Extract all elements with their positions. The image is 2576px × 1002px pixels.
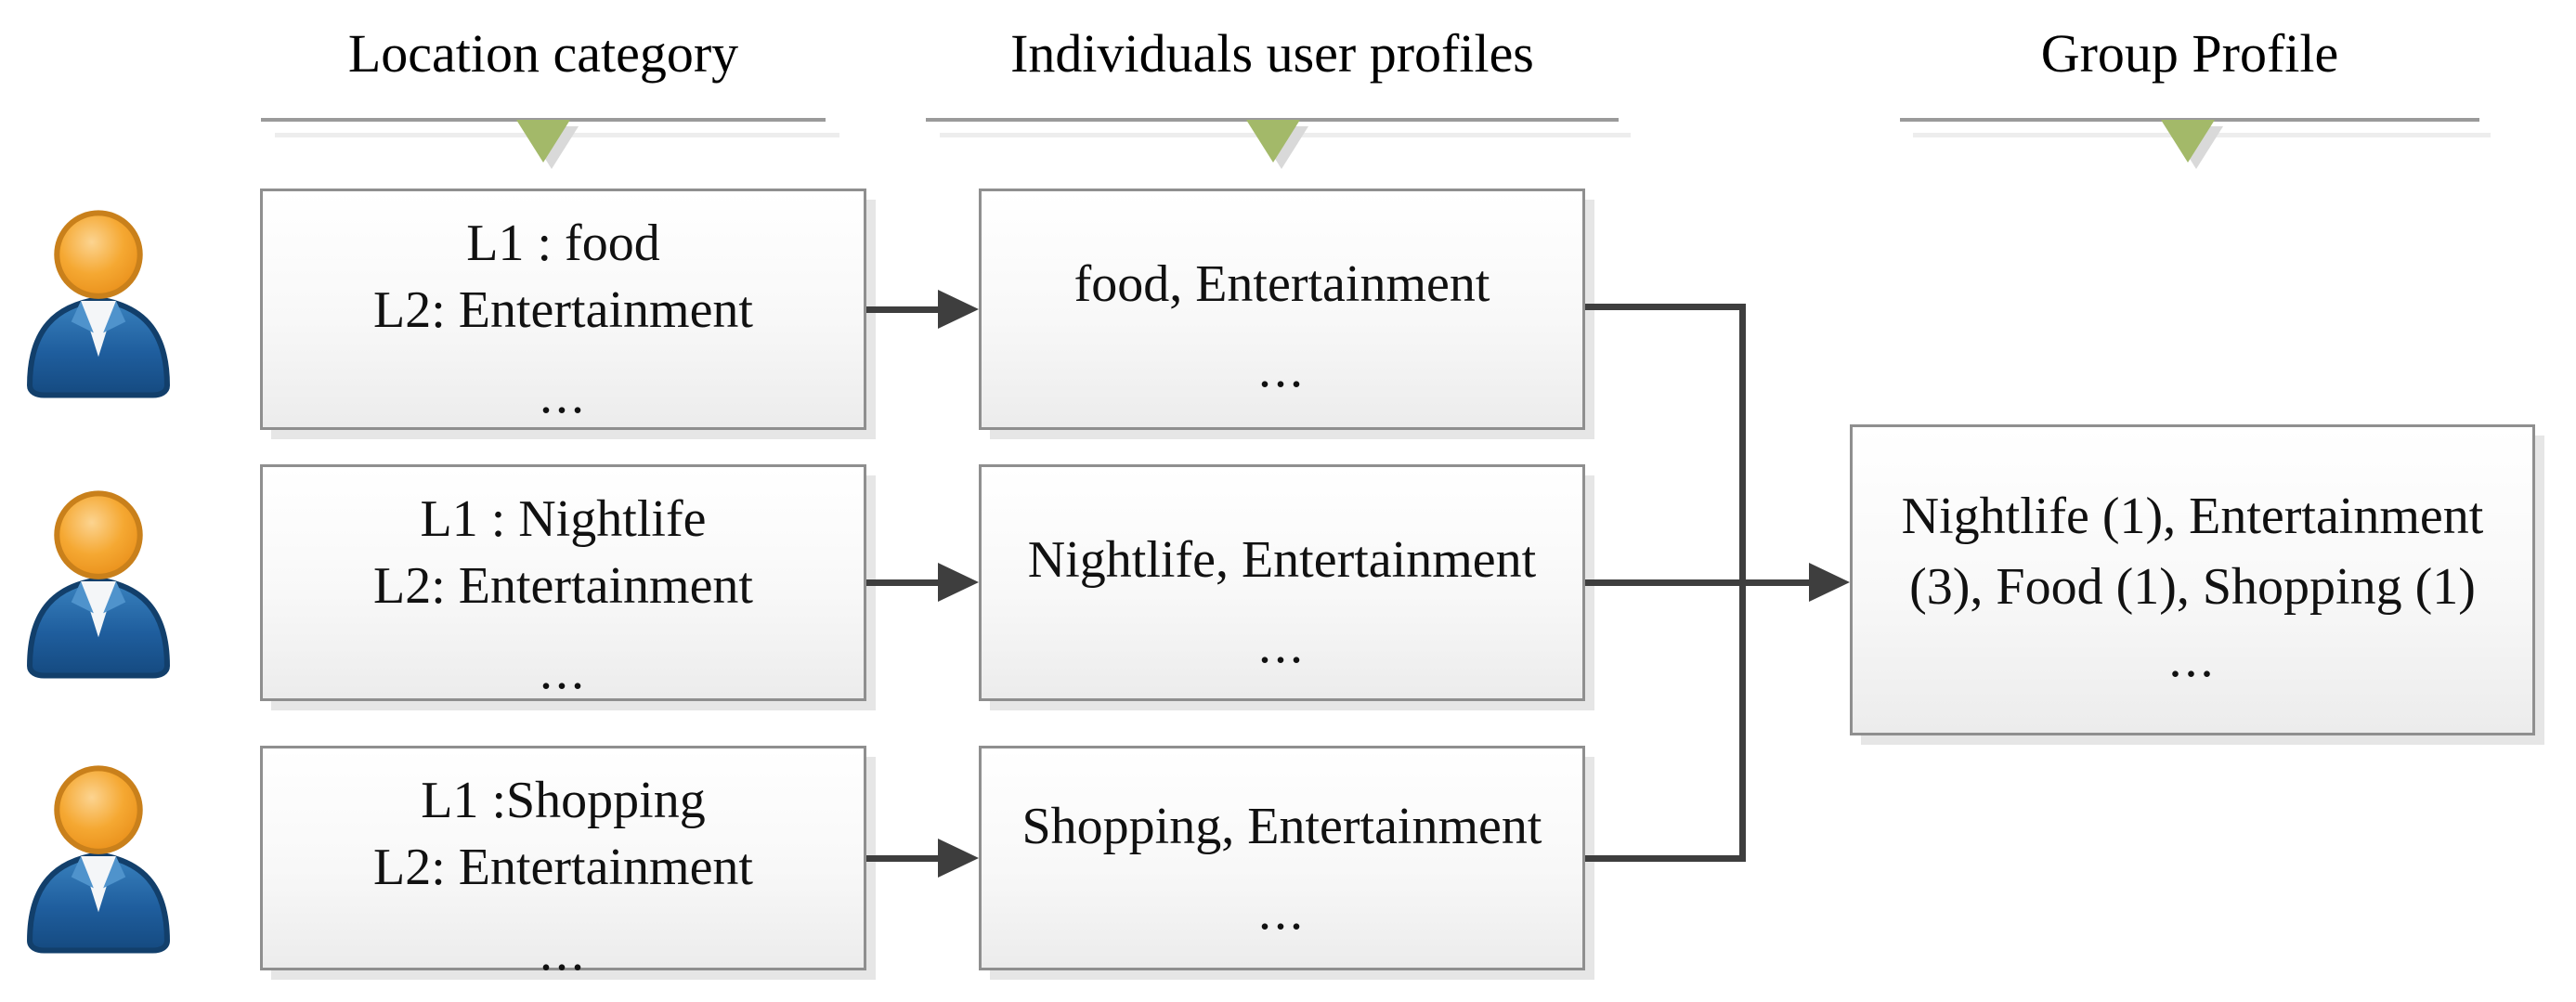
location-category-box-1: L1 : food L2: Entertainment ... (260, 189, 866, 430)
ellipsis-text: ... (1258, 617, 1306, 674)
arrow-line-row-1 (866, 306, 940, 313)
profile-line: Nightlife, Entertainment (1027, 531, 1537, 589)
person-icon (19, 202, 178, 399)
ellipsis-text: ... (1258, 883, 1306, 941)
down-triangle-icon (516, 120, 570, 163)
group-arrow-line (1585, 579, 1813, 586)
arrow-line-row-2 (866, 579, 940, 586)
group-profile-box: Nightlife (1), Entertainment (3), Food (… (1850, 424, 2535, 735)
arrow-head-row-1 (938, 290, 979, 329)
ellipsis-text: ... (540, 367, 587, 424)
location-line-1: L1 :Shopping (421, 772, 706, 829)
individual-profile-box-3: Shopping, Entertainment ... (979, 746, 1585, 970)
arrow-head-row-2 (938, 563, 979, 602)
arrow-line-row-3 (866, 855, 940, 862)
ellipsis-text: ... (540, 924, 587, 982)
ellipsis-text: ... (540, 643, 587, 700)
location-line-2: L2: Entertainment (373, 557, 753, 615)
location-category-box-2: L1 : Nightlife L2: Entertainment ... (260, 464, 866, 701)
individual-profile-box-2: Nightlife, Entertainment ... (979, 464, 1585, 701)
arrow-head-row-3 (938, 839, 979, 878)
location-line-1: L1 : Nightlife (420, 490, 707, 548)
group-profile-text: Nightlife (1), Entertainment (3), Food (… (1901, 488, 2484, 616)
location-category-box-3: L1 :Shopping L2: Entertainment ... (260, 746, 866, 981)
ellipsis-text: ... (1258, 341, 1306, 398)
connector-top (1585, 304, 1746, 310)
column-title-location-category: Location category (347, 23, 739, 84)
column-title-individual-profiles: Individuals user profiles (1010, 23, 1534, 84)
person-icon (19, 758, 178, 955)
down-triangle-icon (2161, 120, 2215, 163)
location-line-2: L2: Entertainment (373, 281, 753, 339)
location-line-2: L2: Entertainment (373, 839, 753, 896)
group-arrow-head (1809, 563, 1850, 602)
profile-line: food, Entertainment (1073, 255, 1490, 313)
ellipsis-text: ... (2168, 631, 2217, 688)
person-icon (19, 483, 178, 680)
connector-bottom (1585, 855, 1746, 862)
profile-line: Shopping, Entertainment (1021, 798, 1542, 855)
location-line-1: L1 : food (466, 215, 660, 272)
individual-profile-box-1: food, Entertainment ... (979, 189, 1585, 430)
down-triangle-icon (1246, 120, 1300, 163)
column-title-group-profile: Group Profile (2040, 23, 2339, 84)
